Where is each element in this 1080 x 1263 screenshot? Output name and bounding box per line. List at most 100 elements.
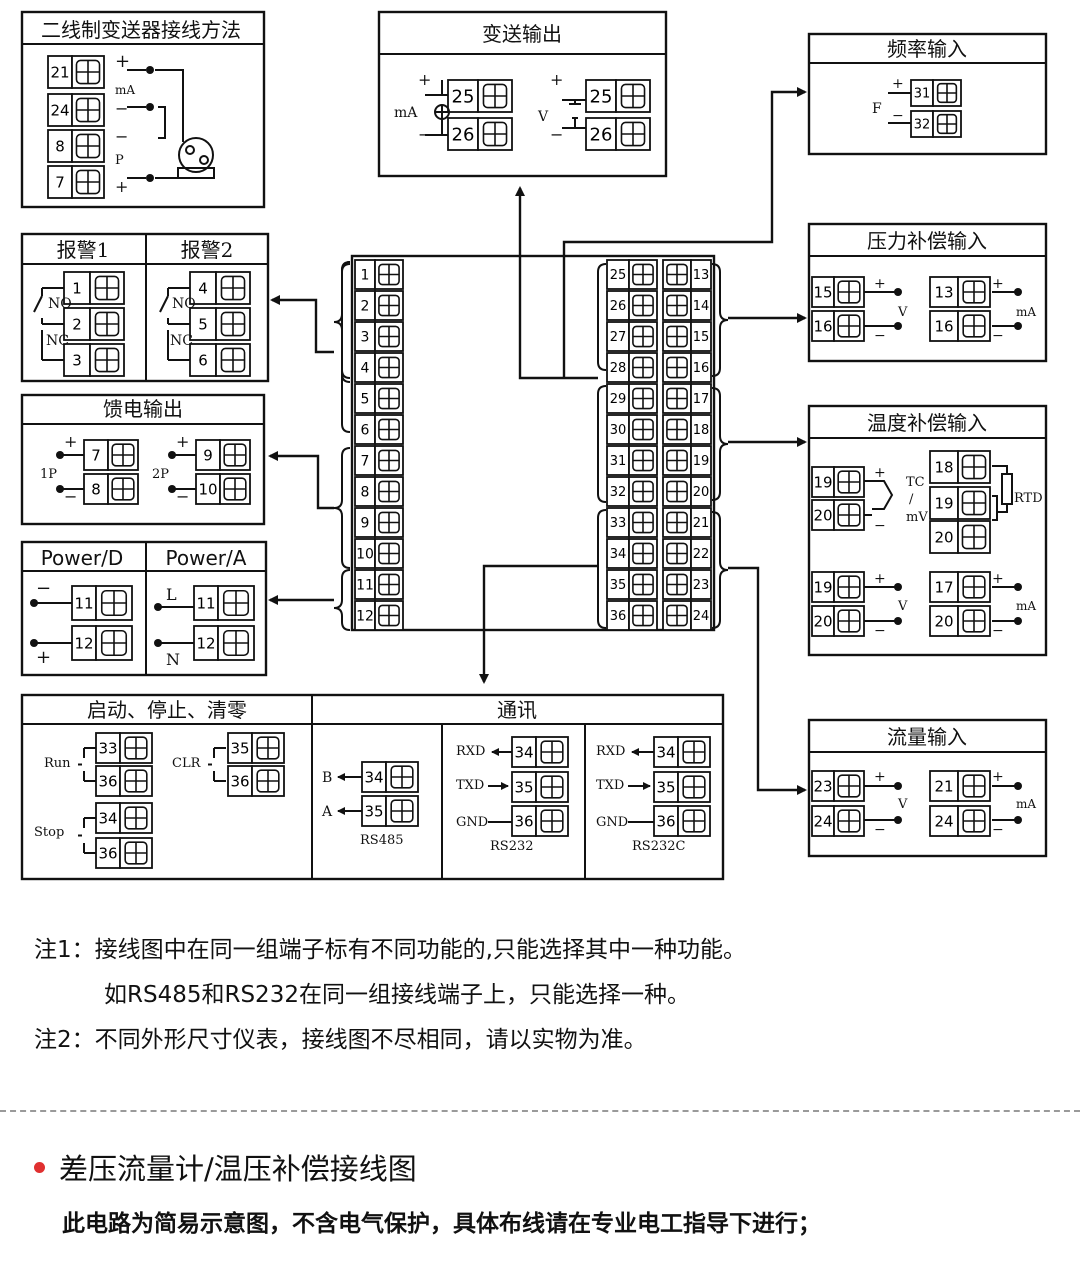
terminal-number: 36 [230, 772, 249, 790]
terminal-33: 33 [95, 732, 153, 764]
terminal-number: 15 [693, 330, 710, 345]
label-minus: − [874, 623, 886, 639]
terminal-8: 8 [354, 476, 404, 507]
control-comm-panel [20, 693, 725, 881]
label-minus: − [892, 108, 904, 124]
label-rs232: RS232 [490, 839, 534, 854]
terminal-26: 26 [447, 117, 513, 151]
label-plus: + [550, 70, 563, 89]
label-plus: + [874, 571, 886, 587]
label-V: V [537, 109, 549, 125]
temperature-input-title: 温度补偿输入 [867, 411, 987, 435]
terminal-number: 34 [98, 809, 117, 827]
label-plus: + [992, 571, 1004, 587]
terminal-number: 25 [452, 86, 475, 107]
label-minus: − [874, 518, 886, 534]
section-subtitle: 此电路为简易示意图，不含电气保护，具体布线请在专业电工指导下进行； [62, 1211, 821, 1237]
label-run: Run [44, 756, 71, 771]
section-header: 差压流量计/温压补偿接线图 [34, 1146, 417, 1188]
label-TC: TC [906, 475, 925, 490]
terminal-11: 11 [71, 585, 133, 621]
terminal-number: 12 [196, 634, 215, 652]
terminal-21: 21 [47, 55, 105, 89]
terminal-19: 19 [690, 445, 712, 476]
terminal-35: 35 [361, 795, 419, 827]
arrow-to-feed [268, 451, 334, 510]
terminal-number: 8 [361, 485, 370, 501]
terminal-35: 35 [227, 732, 285, 764]
terminal-number: 20 [813, 612, 832, 630]
terminal-20: 20 [811, 605, 865, 637]
arrow-to-transmit [515, 186, 598, 380]
terminal-number: 2 [361, 299, 370, 315]
two-wire-title: 二线制变送器接线方法 [41, 18, 241, 42]
label-plus: + [892, 76, 904, 92]
terminal-number: 18 [693, 423, 710, 438]
label-RTD: RTD [1014, 491, 1043, 506]
terminal-24: 24 [811, 805, 865, 837]
terminal-number: 11 [356, 578, 374, 594]
terminal-36: 36 [227, 765, 285, 797]
terminal-number: 8 [55, 137, 65, 155]
terminal-8: 8 [47, 129, 105, 163]
terminal-20: 20 [690, 476, 712, 507]
terminal-number: 21 [50, 63, 69, 81]
terminal-23: 23 [690, 569, 712, 600]
label-stop: Stop [34, 825, 64, 840]
terminal-number: 13 [934, 283, 953, 301]
terminal-number: 33 [98, 739, 117, 757]
terminal-11: 11 [354, 569, 404, 600]
terminal-number: 30 [610, 423, 627, 438]
label-rs485: RS485 [360, 833, 404, 848]
terminal-number: 26 [452, 124, 475, 145]
terminal-14: 14 [690, 290, 712, 321]
label-mA: mA [115, 83, 135, 97]
terminal-18: 18 [929, 450, 991, 484]
label-minus: − [115, 99, 128, 118]
terminal-number: 25 [610, 268, 627, 283]
terminal-number: 35 [514, 778, 533, 796]
terminal-number: 21 [934, 777, 953, 795]
wiring-diagram: 二线制变送器接线方法 变送输出 频率输入 压力补偿输入 温度补偿输入 流量输入 … [20, 10, 1048, 881]
terminal-22: 22 [690, 538, 712, 569]
terminal-number: 3 [361, 330, 370, 346]
label-plus: + [418, 70, 431, 89]
label-P: P [115, 153, 124, 168]
terminal-number: 20 [813, 506, 832, 524]
terminal-number: 19 [693, 454, 710, 469]
label-minus: − [874, 328, 886, 344]
pressure-sensor-icon [178, 137, 214, 173]
terminal-number: 5 [361, 392, 370, 408]
terminal-2: 2 [63, 307, 125, 341]
pressure-input-panel [807, 222, 1048, 363]
label-GND: GND [456, 815, 488, 830]
terminal-34: 34 [95, 802, 153, 834]
terminal-number: 8 [91, 480, 101, 498]
terminal-number: 1 [361, 268, 370, 284]
terminal-number: 24 [50, 101, 69, 119]
terminal-15: 15 [811, 276, 865, 308]
label-mA: mA [1016, 599, 1036, 613]
alarm2-title: 报警2 [181, 238, 234, 262]
label-GND: GND [596, 815, 628, 830]
label-RXD: RXD [596, 744, 625, 759]
terminal-16: 16 [811, 310, 865, 342]
terminal-9: 9 [195, 439, 251, 471]
terminal-13: 13 [690, 259, 712, 290]
power-panel [20, 540, 268, 677]
terminal-number: 13 [693, 268, 710, 283]
terminal-7: 7 [47, 165, 105, 199]
terminal-number: 35 [230, 739, 249, 757]
terminal-number: 20 [693, 485, 710, 500]
temperature-input-panel [807, 404, 1048, 657]
terminal-26: 26 [606, 290, 658, 321]
note-1-continued: 如RS485和RS232在同一组接线端子上，只能选择一种。 [104, 982, 690, 1008]
terminal-28: 28 [606, 352, 658, 383]
terminal-number: 12 [356, 609, 374, 625]
label-plus: + [874, 276, 886, 292]
terminal-number: 26 [590, 124, 613, 145]
label-N: N [166, 650, 180, 669]
terminal-number: 20 [934, 528, 953, 546]
label-plus: + [64, 432, 77, 451]
label-plus: + [992, 276, 1004, 292]
